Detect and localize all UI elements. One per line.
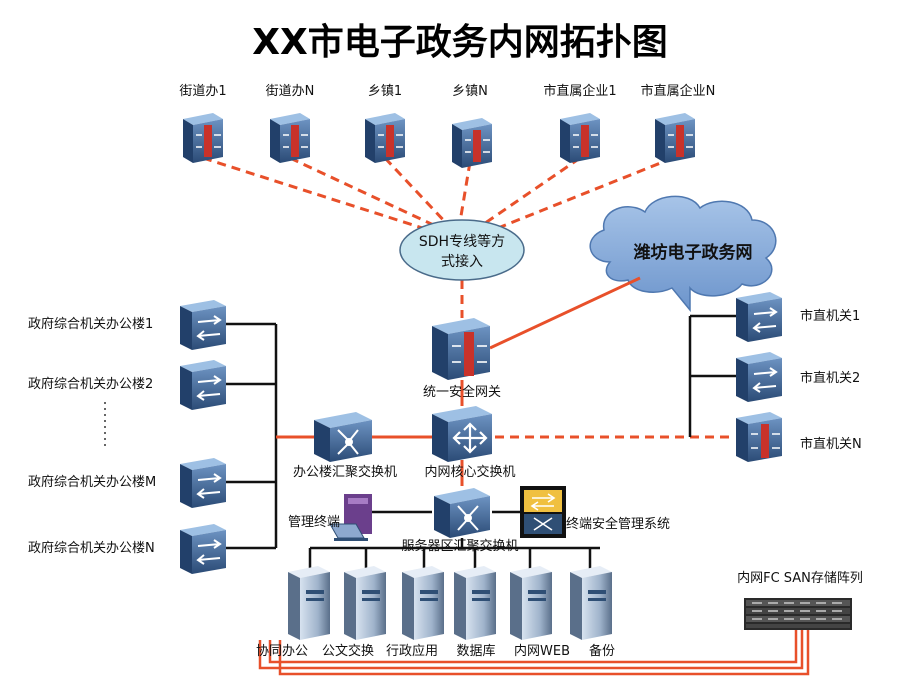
sdh-label-line1: SDH专线等方 bbox=[419, 233, 505, 250]
building-label: 政府综合机关办公楼M bbox=[28, 475, 156, 490]
server-label: 数据库 bbox=[456, 643, 495, 659]
top-node-label: 乡镇N bbox=[452, 84, 488, 99]
switch-icon bbox=[736, 352, 782, 402]
right-agency-labels: 市直机关1 市直机关2 市直机关N bbox=[800, 308, 862, 452]
top-node-label: 市直属企业N bbox=[641, 83, 716, 99]
san-label: 内网FC SAN存储阵列 bbox=[737, 570, 863, 586]
server-group bbox=[288, 566, 612, 640]
endpoint-security-icon bbox=[520, 486, 566, 538]
top-node-label: 街道办N bbox=[266, 84, 315, 99]
firewall-icon bbox=[270, 113, 310, 163]
firewall-icon bbox=[183, 113, 223, 163]
server-icon bbox=[402, 566, 444, 640]
firewall-icon bbox=[560, 113, 600, 163]
san-links bbox=[258, 630, 810, 676]
aggregation-switch-icon bbox=[314, 412, 372, 462]
server-label: 备份 bbox=[589, 643, 615, 659]
gateway-label: 统一安全网关 bbox=[423, 384, 501, 400]
endpoint-security-label: 终端安全管理系统 bbox=[566, 516, 670, 532]
core-switch-label: 内网核心交换机 bbox=[424, 464, 515, 480]
security-gateway-icon bbox=[432, 318, 490, 380]
server-label: 内网WEB bbox=[514, 643, 570, 659]
san-storage-icon bbox=[744, 598, 852, 630]
gateway-cloud-link bbox=[489, 276, 641, 350]
switch-icon bbox=[180, 300, 226, 350]
top-node-label: 街道办1 bbox=[179, 84, 226, 99]
right-switch-group bbox=[736, 292, 782, 462]
sdh-label-line2: 式接入 bbox=[441, 253, 483, 270]
firewall-icon bbox=[655, 113, 695, 163]
sdh-access-cloud bbox=[399, 219, 525, 281]
weifang-egov-cloud: 潍坊电子政务网 bbox=[589, 195, 777, 313]
management-terminal-icon bbox=[329, 494, 372, 541]
left-building-labels: 政府综合机关办公楼1 政府综合机关办公楼2 政府综合机关办公楼M 政府综合机关办… bbox=[28, 317, 156, 556]
server-icon bbox=[510, 566, 552, 640]
server-label: 协同办公 bbox=[256, 644, 308, 659]
management-terminal-label: 管理终端 bbox=[288, 514, 340, 530]
left-switch-group bbox=[180, 300, 226, 574]
switch-icon bbox=[180, 360, 226, 410]
left-building-bus bbox=[226, 322, 278, 550]
top-node-label: 乡镇1 bbox=[368, 84, 402, 99]
top-access-links bbox=[202, 156, 674, 318]
server-switch-label: 服务器区汇聚交换机 bbox=[401, 538, 518, 554]
server-icon bbox=[570, 566, 612, 640]
server-bus bbox=[308, 510, 600, 570]
agency-label: 市直机关1 bbox=[800, 308, 860, 324]
right-agency-bus bbox=[688, 314, 736, 437]
top-firewall-group bbox=[183, 113, 695, 168]
core-switch-icon bbox=[432, 406, 492, 462]
firewall-icon bbox=[365, 113, 405, 163]
server-label: 公文交换 bbox=[322, 643, 374, 659]
agency-label: 市直机关2 bbox=[800, 370, 860, 386]
firewall-icon bbox=[452, 118, 492, 168]
server-icon bbox=[454, 566, 496, 640]
server-icon bbox=[288, 566, 330, 640]
top-node-label: 市直属企业1 bbox=[543, 83, 616, 99]
building-label: 政府综合机关办公楼2 bbox=[28, 377, 153, 392]
server-label: 行政应用 bbox=[386, 643, 438, 659]
building-label: 政府综合机关办公楼1 bbox=[28, 317, 153, 332]
switch-icon bbox=[736, 292, 782, 342]
server-icon bbox=[344, 566, 386, 640]
switch-icon bbox=[180, 458, 226, 508]
server-labels: 协同办公 公文交换 行政应用 数据库 内网WEB 备份 bbox=[256, 643, 615, 659]
switch-icon bbox=[180, 524, 226, 574]
agency-label: 市直机关N bbox=[800, 436, 862, 452]
cloud-label: 潍坊电子政务网 bbox=[634, 242, 753, 263]
top-node-labels: 街道办1 街道办N 乡镇1 乡镇N 市直属企业1 市直属企业N bbox=[179, 83, 715, 99]
server-aggregation-switch-icon bbox=[434, 488, 490, 538]
page-title: XX市电子政务内网拓扑图 bbox=[252, 22, 668, 63]
building-label: 政府综合机关办公楼N bbox=[28, 541, 155, 556]
firewall-icon bbox=[736, 412, 782, 462]
office-switch-label: 办公楼汇聚交换机 bbox=[293, 464, 397, 480]
